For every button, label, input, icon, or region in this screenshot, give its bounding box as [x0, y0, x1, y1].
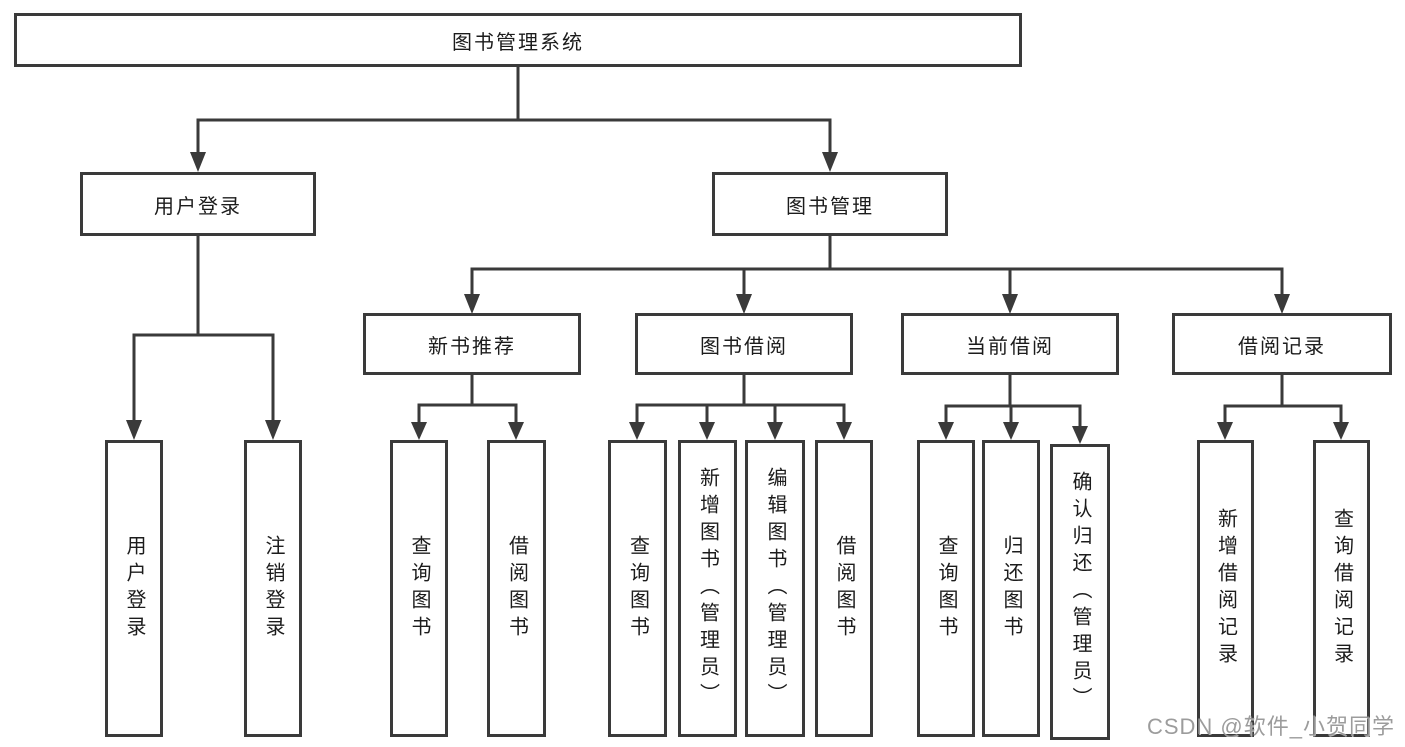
leaf-nb-query-books: 查询图书 [390, 440, 448, 737]
arrowhead-user-login [190, 152, 206, 172]
leaf-bb-borrow-books: 借阅图书 [815, 440, 873, 737]
node-book-management: 图书管理 [712, 172, 948, 236]
leaf-bb-query-books: 查询图书 [608, 440, 667, 737]
arrowhead-a1 [411, 422, 427, 440]
arrowhead-new-book [464, 294, 480, 314]
arrowhead-b4 [836, 422, 852, 440]
leaf-nb-borrow-books: 借阅图书 [487, 440, 546, 737]
leaf-nb-borrow-books-label: 借阅图书 [505, 534, 528, 643]
leaf-br-query-record: 查询借阅记录 [1313, 440, 1370, 737]
node-current-borrow: 当前借阅 [901, 313, 1119, 375]
node-user-login-label: 用户登录 [154, 195, 242, 218]
node-new-book-recommend: 新书推荐 [363, 313, 581, 375]
arrowhead-b3 [767, 422, 783, 440]
node-borrow-records-label: 借阅记录 [1238, 335, 1326, 358]
arrowhead-c2 [1003, 422, 1019, 440]
leaf-user-login: 用户登录 [105, 440, 163, 737]
arrowhead-book-borrow [736, 294, 752, 314]
arrowhead-leaf-logout [265, 420, 281, 440]
leaf-bb-query-books-label: 查询图书 [626, 534, 649, 643]
node-book-borrow: 图书借阅 [635, 313, 853, 375]
node-borrow-records: 借阅记录 [1172, 313, 1392, 375]
arrowhead-current-borrow [1002, 294, 1018, 314]
leaf-bb-edit-books-admin: 编辑图书（管理员） [745, 440, 805, 737]
leaf-bb-add-books-admin: 新增图书（管理员） [678, 440, 737, 737]
arrowheads [126, 152, 1349, 444]
leaf-logout: 注销登录 [244, 440, 302, 737]
arrowhead-book-mgmt [822, 152, 838, 172]
leaf-user-login-label: 用户登录 [123, 534, 145, 643]
arrowhead-d1 [1217, 422, 1233, 440]
arrowhead-b2 [699, 422, 715, 440]
node-book-borrow-label: 图书借阅 [700, 335, 788, 358]
node-root-system: 图书管理系统 [14, 13, 1022, 67]
node-book-management-label: 图书管理 [786, 195, 874, 218]
leaf-bb-add-books-admin-label: 新增图书（管理员） [696, 467, 719, 710]
node-root-system-label: 图书管理系统 [452, 31, 584, 54]
arrowhead-a2 [508, 422, 524, 440]
arrowhead-leaf-user-login [126, 420, 142, 440]
arrowhead-d2 [1333, 422, 1349, 440]
leaf-cb-confirm-return-admin: 确认归还（管理员） [1050, 444, 1110, 740]
arrowhead-c3 [1072, 426, 1088, 444]
csdn-watermark: CSDN @软件_小贺同学 [1146, 714, 1395, 739]
node-current-borrow-label: 当前借阅 [966, 335, 1054, 358]
leaf-cb-query-books: 查询图书 [917, 440, 975, 737]
leaf-cb-return-books-label: 归还图书 [1000, 534, 1022, 643]
leaf-cb-return-books: 归还图书 [982, 440, 1040, 737]
node-new-book-recommend-label: 新书推荐 [428, 335, 516, 358]
leaf-cb-query-books-label: 查询图书 [935, 534, 957, 643]
leaf-cb-confirm-return-admin-label: 确认归还（管理员） [1069, 470, 1091, 714]
leaf-br-add-record-label: 新增借阅记录 [1214, 507, 1237, 670]
leaf-nb-query-books-label: 查询图书 [408, 534, 430, 643]
leaf-bb-borrow-books-label: 借阅图书 [833, 534, 855, 643]
leaf-br-query-record-label: 查询借阅记录 [1330, 507, 1353, 670]
arrowhead-c1 [938, 422, 954, 440]
leaf-br-add-record: 新增借阅记录 [1197, 440, 1254, 737]
arrowhead-b1 [629, 422, 645, 440]
leaf-bb-edit-books-admin-label: 编辑图书（管理员） [764, 467, 786, 710]
node-user-login: 用户登录 [80, 172, 316, 236]
leaf-logout-label: 注销登录 [262, 534, 284, 643]
arrowhead-borrow-records [1274, 294, 1290, 314]
